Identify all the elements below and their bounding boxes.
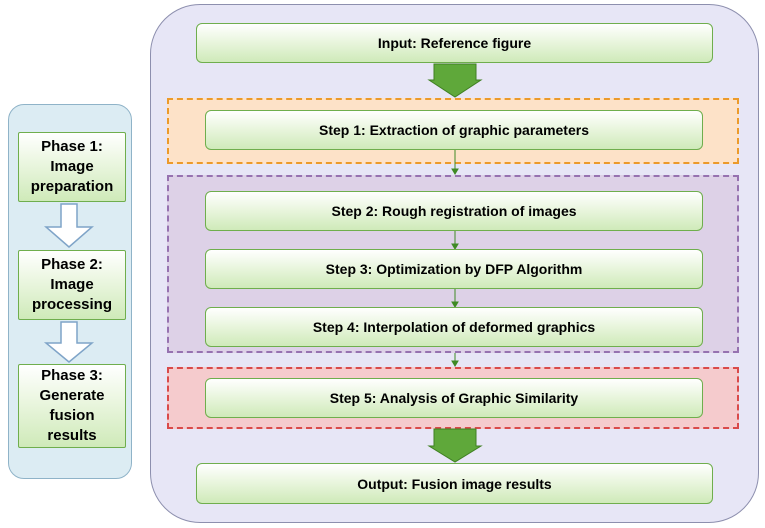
connector-step2-step3-head bbox=[451, 243, 459, 250]
step-2-box: Step 2: Rough registration of images bbox=[205, 191, 703, 231]
step-3-box: Step 3: Optimization by DFP Algorithm bbox=[205, 249, 703, 289]
connector-step3-step4-head bbox=[451, 301, 459, 308]
connector-step1-zone-head bbox=[451, 168, 459, 175]
phase-1-box: Phase 1: Image preparation bbox=[18, 132, 126, 202]
connector-zone-step5-head bbox=[451, 360, 459, 367]
step-1-box: Step 1: Extraction of graphic parameters bbox=[205, 110, 703, 150]
step-4-box: Step 4: Interpolation of deformed graphi… bbox=[205, 307, 703, 347]
phase1-to-phase2-arrow bbox=[43, 203, 95, 248]
step-5-box: Step 5: Analysis of Graphic Similarity bbox=[205, 378, 703, 418]
phase2-to-phase3-arrow bbox=[43, 321, 95, 363]
phase-2-box: Phase 2: Image processing bbox=[18, 250, 126, 320]
phase-3-box: Phase 3: Generate fusion results bbox=[18, 364, 126, 448]
output-box: Output: Fusion image results bbox=[196, 463, 713, 504]
input-box: Input: Reference figure bbox=[196, 23, 713, 63]
input-down-arrow bbox=[427, 63, 483, 98]
output-down-arrow bbox=[427, 428, 483, 463]
